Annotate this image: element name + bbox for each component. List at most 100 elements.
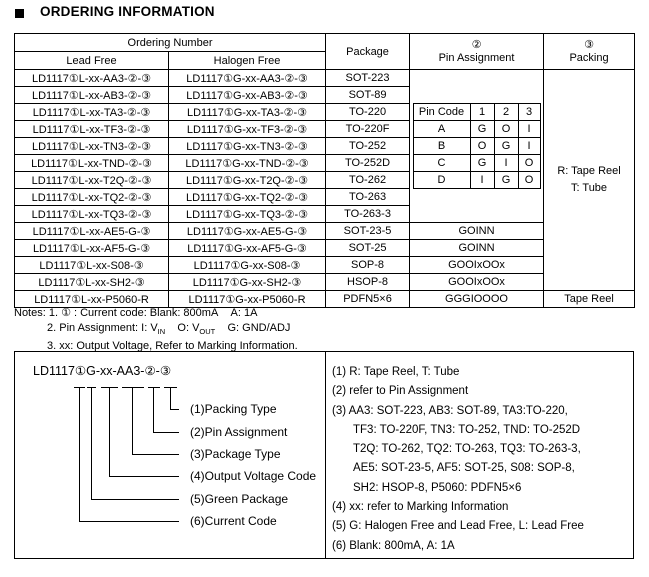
table-row: LD1117①L-xx-AE5-G-③ LD1117①G-xx-AE5-G-③ … [14,222,635,240]
diagram-label-current-code: (6)Current Code [190,514,277,528]
diagram-label-packing-type: (1)Packing Type [190,402,277,416]
pin-value: G [493,137,519,155]
table-header-row: Ordering Number Package ② Pin Assignment… [13,33,636,70]
cell-pin-assignment: GOOIxOOx [409,273,545,291]
part-number-connector-lines [74,387,179,522]
cell-halogen-free: LD1117①G-xx-P5060-R [167,290,327,308]
cell-lead-free: LD1117①L-xx-T2Q-②-③ [14,171,169,189]
legend-block: (1) R: Tape Reel, T: Tube (2) refer to P… [332,363,632,556]
cell-package: SOP-8 [325,256,411,274]
legend-line: AE5: SOT-23-5, AF5: SOT-25, S08: SOP-8, [353,462,575,475]
cell-lead-free: LD1117①L-xx-P5060-R [14,290,169,308]
cell-halogen-free: LD1117①G-xx-AA3-②-③ [167,69,327,87]
cell-pin-assignment: GOOIxOOx [409,256,545,274]
packing-header-number: ③ [584,38,594,51]
pin-code: B [412,137,471,155]
pin-code: D [412,171,471,189]
legend-line: (1) R: Tape Reel, T: Tube [332,366,460,378]
pin-table-row: C G I O [412,154,541,172]
cell-lead-free: LD1117①L-xx-S08-③ [14,256,169,274]
lead-free-header: Lead Free [14,51,169,70]
note-line-2-text: 2. Pin Assignment: I: V [47,322,158,334]
pin-assignment-header: ② Pin Assignment [409,33,545,70]
cell-package: TO-252D [325,154,411,172]
pin-value: I [517,120,541,138]
vin-subscript: IN [157,327,166,337]
part-number-decoder-box: LD1117①G-xx-AA3-②-③ (1)Packing Type (2)P… [14,351,634,559]
ordering-table: Ordering Number Package ② Pin Assignment… [13,33,636,308]
cell-pin-assignment: GGGIOOOO [409,290,545,308]
pin-table-row: B O G I [412,137,541,155]
cell-halogen-free: LD1117①G-xx-AE5-G-③ [167,222,327,240]
table-row: LD1117①L-xx-AA3-②-③ LD1117①G-xx-AA3-②-③ … [14,69,636,291]
table-row: LD1117①L-xx-SH2-③ LD1117①G-xx-SH2-③ HSOP… [14,273,635,291]
packing-option-tube: T: Tube [570,182,608,194]
pin-table-row: A G O I [412,120,541,138]
pin-assignment-header-label: Pin Assignment [438,51,515,64]
panel-divider [325,352,326,558]
cell-package: TO-263 [325,188,411,206]
pin-code: C [412,154,471,172]
pin-value: G [469,154,495,172]
cell-halogen-free: LD1117①G-xx-TND-②-③ [167,154,327,172]
pin-value: G [469,120,495,138]
cell-lead-free: LD1117①L-xx-TQ2-②-③ [14,188,169,206]
diagram-label-green-package: (5)Green Package [190,492,289,506]
note-line-3: 3. xx: Output Voltage, Refer to Marking … [47,340,298,353]
cell-package: TO-220F [325,120,411,138]
cell-halogen-free: LD1117①G-xx-TA3-②-③ [167,103,327,121]
cell-package: SOT-223 [325,69,411,87]
legend-line: T2Q: TO-262, TQ2: TO-263, TQ3: TO-263-3, [353,443,581,456]
note-line-2: 2. Pin Assignment: I: VIN O: VOUT G: GND… [14,321,298,339]
cell-lead-free: LD1117①L-xx-TA3-②-③ [14,103,169,121]
diagram-label-output-voltage-code: (4)Output Voltage Code [190,469,317,483]
pin-assignment-header-number: ② [471,38,482,51]
packing-header-label: Packing [569,51,609,64]
table-row: LD1117①L-xx-TQ3-②-③ LD1117①G-xx-TQ3-②-③ … [14,205,635,223]
table-row: LD1117①L-xx-T2Q-②-③ LD1117①G-xx-T2Q-②-③ … [14,171,635,189]
legend-line: TF3: TO-220F, TN3: TO-252, TND: TO-252D [353,423,581,436]
cell-halogen-free: LD1117①G-xx-TF3-②-③ [167,120,327,138]
package-header: Package [325,33,411,70]
legend-line: (2) refer to Pin Assignment [332,385,469,398]
halogen-free-header: Halogen Free [167,51,327,70]
table-row: LD1117①L-xx-P5060-R LD1117①G-xx-P5060-R … [14,290,636,308]
legend-line: SH2: HSOP-8, P5060: PDFN5×6 [353,481,522,494]
pin-code: A [412,120,471,138]
cell-halogen-free: LD1117①G-xx-TN3-②-③ [167,137,327,155]
note-line-2-text: G: GND/ADJ [215,322,291,334]
example-part-number: LD1117①G-xx-AA3-②-③ [33,364,172,378]
pin-value: I [469,171,495,189]
cell-packing: Tape Reel [543,290,636,308]
cell-lead-free: LD1117①L-xx-AE5-G-③ [14,222,169,240]
cell-package: SOT-23-5 [325,222,411,240]
cell-package: SOT-89 [325,86,411,104]
pin-value: O [517,154,541,172]
cell-halogen-free: LD1117①G-xx-AF5-G-③ [167,239,327,257]
legend-line: (5) G: Halogen Free and Lead Free, L: Le… [332,520,584,533]
cell-halogen-free: LD1117①G-xx-TQ2-②-③ [167,188,327,206]
legend-line: (3) AA3: SOT-223, AB3: SOT-89, TA3:TO-22… [332,404,568,417]
note-line-1: Notes: 1. ① : Current code: Blank: 800mA… [14,307,258,319]
packing-option-tape-reel: R: Tape Reel [557,165,621,177]
table-row: LD1117①L-xx-S08-③ LD1117①G-xx-S08-③ SOP-… [14,256,635,274]
table-row: LD1117①L-xx-TND-②-③ LD1117①G-xx-TND-②-③ … [14,154,635,172]
legend-line: (6) Blank: 800mA, A: 1A [332,539,455,552]
table-row: LD1117①L-xx-TF3-②-③ LD1117①G-xx-TF3-②-③ … [14,120,635,138]
cell-package: TO-263-3 [325,205,411,223]
table-row: LD1117①L-xx-TQ2-②-③ LD1117①G-xx-TQ2-②-③ … [14,188,635,206]
cell-halogen-free: LD1117①G-xx-SH2-③ [167,273,327,291]
cell-package: TO-262 [325,171,411,189]
page-title: ORDERING INFORMATION [40,4,215,19]
cell-lead-free: LD1117①L-xx-TN3-②-③ [14,137,169,155]
table-row: LD1117①L-xx-AF5-G-③ LD1117①G-xx-AF5-G-③ … [14,239,635,257]
cell-halogen-free: LD1117①G-xx-TQ3-②-③ [167,205,327,223]
pin-value: G [493,171,519,189]
cell-lead-free: LD1117①L-xx-AF5-G-③ [14,239,169,257]
cell-lead-free: LD1117①L-xx-TF3-②-③ [14,120,169,138]
cell-package: TO-252 [325,137,411,155]
note-line-2-text: O: V [165,322,200,334]
pin-assignment-span-cell: Pin Code 1 2 3 A G O I [409,69,545,223]
vout-subscript: OUT [199,327,216,337]
